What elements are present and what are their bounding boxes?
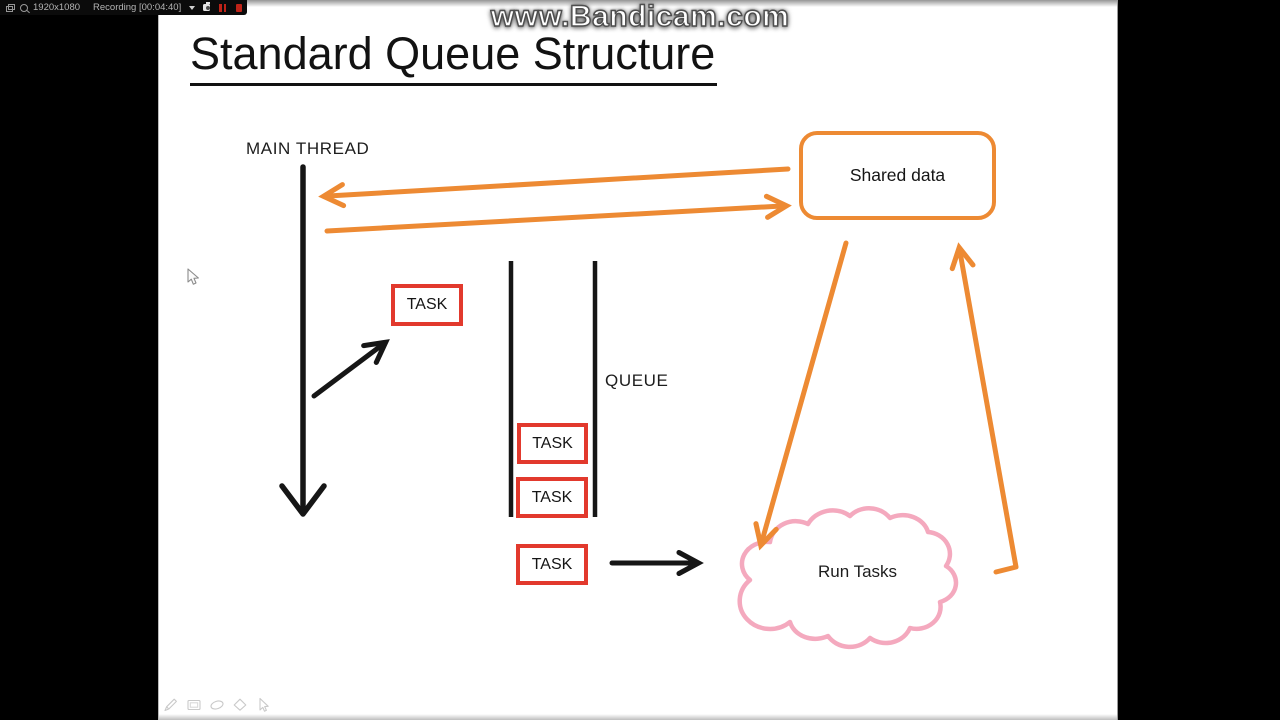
shared-data-label: Shared data xyxy=(849,165,946,185)
queue-label: QUEUE xyxy=(605,371,669,390)
magnifier-icon[interactable] xyxy=(20,3,28,12)
bandicam-watermark: www.Bandicam.com xyxy=(490,0,790,34)
window-overlap-icon[interactable] xyxy=(6,3,15,12)
shared-to-runtasks-arrow xyxy=(753,240,849,551)
pencil-icon[interactable] xyxy=(163,697,179,713)
recorder-toolbar: 1920x1080 Recording [00:04:40] xyxy=(0,0,247,15)
recording-resolution: 1920x1080 xyxy=(33,2,81,13)
task-box-new: TASK xyxy=(391,284,463,326)
camera-icon[interactable] xyxy=(203,2,211,11)
slide-canvas xyxy=(158,0,1118,720)
run-tasks-cloud xyxy=(737,506,959,650)
slide-bottom-fade xyxy=(159,714,1117,720)
task-box-dequeued: TASK xyxy=(516,544,588,585)
annotation-toolbar xyxy=(163,697,271,713)
highlighter-icon[interactable] xyxy=(209,697,225,713)
chevron-down-icon[interactable] xyxy=(189,5,196,10)
eraser-icon[interactable] xyxy=(232,697,248,713)
task-box-queued-1: TASK xyxy=(517,423,588,464)
recording-status: Recording [00:04:40] xyxy=(93,2,182,13)
slideshow-frame-icon[interactable] xyxy=(186,697,202,713)
thread-to-task-arrow xyxy=(311,339,390,399)
page-title: Standard Queue Structure xyxy=(190,28,718,86)
pointer-icon[interactable] xyxy=(255,697,271,713)
slide-top-fade xyxy=(159,0,1117,7)
runtasks-to-shared-arrow xyxy=(949,242,1019,575)
main-thread-arrowhead xyxy=(279,483,327,517)
shared-data-box: Shared data xyxy=(799,131,996,220)
shared-to-thread-arrow xyxy=(318,166,791,209)
main-thread-label: MAIN THREAD xyxy=(246,139,370,158)
pause-icon[interactable] xyxy=(219,3,227,12)
run-tasks-label: Run Tasks xyxy=(818,562,898,581)
record-stop-icon[interactable] xyxy=(236,3,242,12)
thread-to-shared-arrow xyxy=(324,193,792,234)
task-box-queued-2: TASK xyxy=(516,477,588,518)
mouse-cursor xyxy=(187,268,199,285)
